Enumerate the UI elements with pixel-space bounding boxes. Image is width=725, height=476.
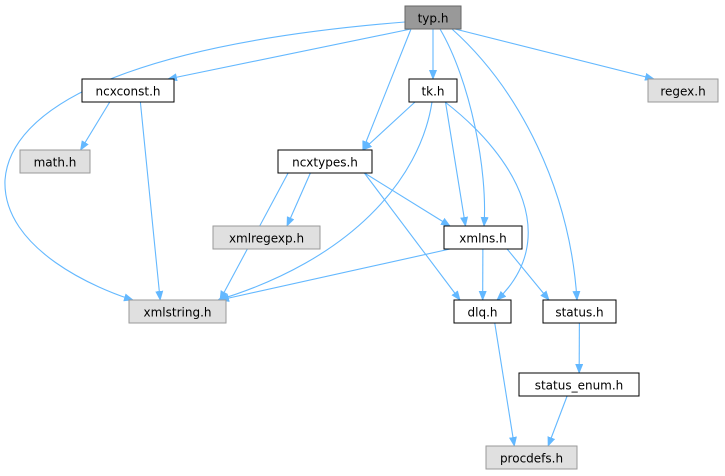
- node-label-dlq: dlq.h: [468, 306, 498, 320]
- edge-tk-to-ncxtypes: [362, 101, 416, 151]
- node-procdefs[interactable]: procdefs.h: [485, 445, 578, 470]
- edge-typ-to-ncxconst: [167, 28, 412, 82]
- node-xmlns[interactable]: xmlns.h: [443, 225, 523, 250]
- node-box-status: [542, 299, 617, 324]
- node-box-dlq: [453, 299, 512, 324]
- node-label-regex: regex.h: [660, 85, 705, 99]
- node-box-regex: [647, 78, 719, 103]
- edge-tk-to-xmlns: [444, 101, 469, 227]
- edges-layer: [4, 21, 655, 447]
- edge-dlq-to-procdefs: [494, 322, 517, 447]
- node-box-math: [19, 149, 91, 174]
- node-label-xmlregexp: xmlregexp.h: [229, 232, 304, 246]
- edge-ncxconst-to-math: [80, 101, 111, 151]
- node-dlq[interactable]: dlq.h: [453, 299, 512, 324]
- node-box-ncxconst: [81, 78, 175, 103]
- node-xmlregexp[interactable]: xmlregexp.h: [212, 225, 321, 250]
- nodes-layer: typ.h ncxconst.h tk.h regex.h math.h ncxtypes…: [19, 5, 719, 470]
- edge-status_enum-to-procdefs: [547, 395, 568, 447]
- node-box-status_enum: [518, 372, 640, 397]
- edge-xmlns-to-xmlstring: [219, 248, 451, 302]
- edge-tk-to-xmlstring: [217, 101, 433, 302]
- node-ncxtypes[interactable]: ncxtypes.h: [277, 149, 373, 174]
- edge-ncxtypes-to-xmlns: [364, 172, 451, 227]
- edge-typ-to-regex: [454, 28, 655, 81]
- edge-ncxconst-to-xmlstring: [139, 101, 164, 301]
- node-label-ncxconst: ncxconst.h: [95, 85, 160, 99]
- node-ncxconst[interactable]: ncxconst.h: [81, 78, 175, 103]
- edge-xmlns-to-status: [506, 248, 550, 301]
- node-typ[interactable]: typ.h: [404, 5, 462, 30]
- edge-ncxtypes-to-dlq: [363, 172, 461, 301]
- edge-typ-to-status: [451, 28, 581, 301]
- edge-ncxtypes-to-xmlregexp: [286, 172, 311, 227]
- node-label-status_enum: status_enum.h: [535, 379, 624, 393]
- node-label-tk: tk.h: [421, 85, 444, 99]
- edge-typ-to-ncxtypes: [362, 28, 412, 151]
- node-label-status: status.h: [555, 306, 603, 320]
- node-label-xmlns: xmlns.h: [459, 232, 506, 246]
- node-label-typ: typ.h: [418, 12, 449, 26]
- node-regex[interactable]: regex.h: [647, 78, 719, 103]
- node-status[interactable]: status.h: [542, 299, 617, 324]
- node-label-ncxtypes: ncxtypes.h: [292, 156, 358, 170]
- edge-tk-to-dlq: [444, 101, 529, 301]
- node-label-math: math.h: [34, 156, 77, 170]
- node-box-xmlstring: [128, 299, 227, 324]
- node-box-xmlregexp: [212, 225, 321, 250]
- node-xmlstring[interactable]: xmlstring.h: [128, 299, 227, 324]
- node-math[interactable]: math.h: [19, 149, 91, 174]
- node-label-procdefs: procdefs.h: [500, 452, 563, 466]
- edge-typ-to-xmlns: [439, 28, 489, 227]
- node-tk[interactable]: tk.h: [408, 78, 458, 103]
- edge-typ-to-xmlstring: [4, 21, 406, 302]
- node-box-xmlns: [443, 225, 523, 250]
- node-box-tk: [408, 78, 458, 103]
- node-box-ncxtypes: [277, 149, 373, 174]
- node-box-typ: [404, 5, 462, 30]
- node-box-procdefs: [485, 445, 578, 470]
- node-status_enum[interactable]: status_enum.h: [518, 372, 640, 397]
- node-label-xmlstring: xmlstring.h: [144, 306, 212, 320]
